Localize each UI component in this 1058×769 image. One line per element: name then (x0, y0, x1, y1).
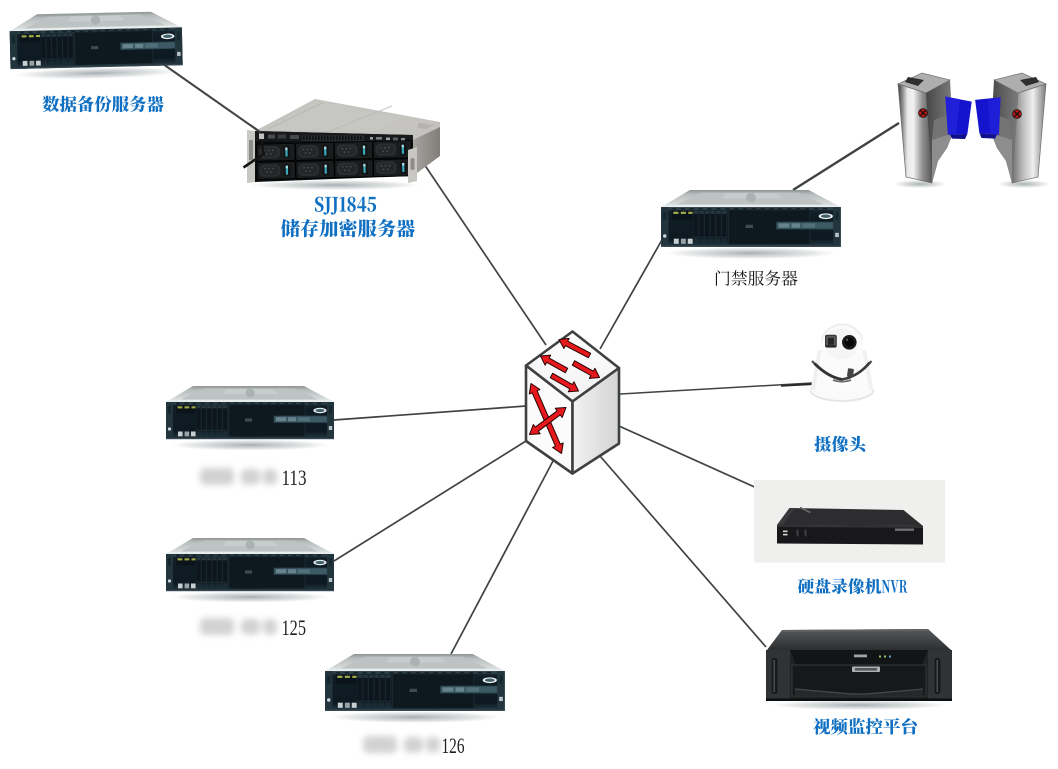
svg-text:126: 126 (442, 733, 465, 758)
svg-text:125: 125 (282, 615, 307, 640)
svg-text:113: 113 (282, 465, 307, 490)
